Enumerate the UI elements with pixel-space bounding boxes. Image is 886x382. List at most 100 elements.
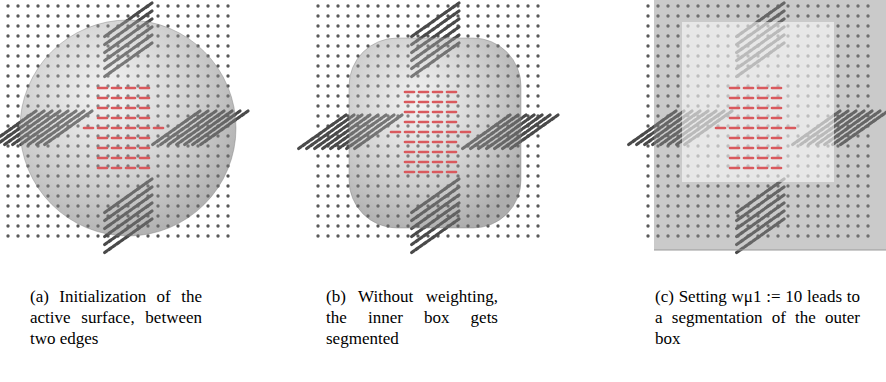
grid-dot bbox=[336, 164, 339, 167]
grid-dot bbox=[36, 34, 39, 37]
grid-dot bbox=[376, 234, 379, 237]
grid-dot bbox=[6, 34, 9, 37]
grid-dot bbox=[336, 174, 339, 177]
grid-dot bbox=[386, 34, 389, 37]
grid-dot bbox=[336, 114, 339, 117]
grid-dot bbox=[336, 104, 339, 107]
grid-dot bbox=[126, 4, 129, 7]
grid-dot bbox=[226, 74, 229, 77]
grid-dot bbox=[46, 224, 49, 227]
grid-dot bbox=[226, 24, 229, 27]
inner-box-dash bbox=[140, 117, 149, 120]
inner-box-dash bbox=[84, 127, 93, 130]
grid-dot bbox=[356, 44, 359, 47]
grid-dot bbox=[16, 34, 19, 37]
grid-dot bbox=[316, 204, 319, 207]
grid-dot bbox=[216, 224, 219, 227]
inner-box-dash bbox=[758, 147, 767, 150]
grid-dot bbox=[376, 24, 379, 27]
grid-dot bbox=[506, 44, 509, 47]
grid-dot bbox=[646, 184, 649, 187]
inner-box-dash bbox=[126, 87, 135, 90]
grid-dot bbox=[206, 34, 209, 37]
grid-dot bbox=[536, 194, 539, 197]
grid-dot bbox=[166, 14, 169, 17]
grid-dot bbox=[326, 34, 329, 37]
grid-dot bbox=[526, 194, 529, 197]
grid-dot bbox=[526, 4, 529, 7]
grid-dot bbox=[386, 14, 389, 17]
inner-box-dash bbox=[744, 107, 753, 110]
grid-dot bbox=[196, 34, 199, 37]
inner-box-dash bbox=[126, 147, 135, 150]
grid-dot bbox=[516, 234, 519, 237]
grid-dot bbox=[646, 4, 649, 7]
grid-dot bbox=[426, 4, 429, 7]
inner-box-dash bbox=[433, 131, 442, 134]
grid-dot bbox=[526, 74, 529, 77]
grid-dot bbox=[6, 224, 9, 227]
grid-dot bbox=[386, 4, 389, 7]
grid-dot bbox=[646, 84, 649, 87]
grid-dot bbox=[316, 164, 319, 167]
grid-dot bbox=[346, 4, 349, 7]
grid-dot bbox=[646, 114, 649, 117]
grid-dot bbox=[466, 234, 469, 237]
grid-dot bbox=[26, 174, 29, 177]
grid-dot bbox=[226, 64, 229, 67]
grid-dot bbox=[6, 64, 9, 67]
inner-box-dash bbox=[772, 107, 781, 110]
grid-dot bbox=[36, 194, 39, 197]
grid-dot bbox=[506, 14, 509, 17]
inner-box-dash bbox=[405, 91, 414, 94]
inner-box-dash bbox=[433, 141, 442, 144]
grid-dot bbox=[16, 54, 19, 57]
panel-illustration bbox=[628, 0, 886, 253]
grid-dot bbox=[126, 14, 129, 17]
grid-dot bbox=[506, 34, 509, 37]
inner-box-dash bbox=[744, 167, 753, 170]
grid-dot bbox=[516, 204, 519, 207]
grid-dot bbox=[16, 84, 19, 87]
grid-dot bbox=[346, 194, 349, 197]
grid-dot bbox=[536, 224, 539, 227]
grid-dot bbox=[646, 44, 649, 47]
depth-rods bbox=[298, 3, 558, 253]
grid-dot bbox=[46, 214, 49, 217]
grid-dot bbox=[316, 44, 319, 47]
grid-dot bbox=[176, 4, 179, 7]
grid-dot bbox=[336, 234, 339, 237]
grid-dot bbox=[36, 54, 39, 57]
grid-dot bbox=[476, 4, 479, 7]
inner-box-dash bbox=[140, 107, 149, 110]
grid-dot bbox=[226, 194, 229, 197]
grid-dot bbox=[226, 14, 229, 17]
grid-dot bbox=[536, 64, 539, 67]
grid-dot bbox=[16, 214, 19, 217]
grid-dot bbox=[366, 24, 369, 27]
grid-dot bbox=[526, 94, 529, 97]
grid-dot bbox=[536, 4, 539, 7]
grid-dot bbox=[6, 14, 9, 17]
grid-dot bbox=[346, 54, 349, 57]
grid-dot bbox=[206, 204, 209, 207]
inner-box-dash bbox=[716, 127, 725, 130]
grid-dot bbox=[336, 194, 339, 197]
grid-dot bbox=[186, 4, 189, 7]
grid-dot bbox=[536, 154, 539, 157]
active-surface bbox=[654, 0, 886, 250]
inner-box-dash bbox=[405, 161, 414, 164]
inner-box-dash bbox=[112, 147, 121, 150]
grid-dot bbox=[536, 214, 539, 217]
grid-dot bbox=[536, 74, 539, 77]
grid-dot bbox=[226, 54, 229, 57]
grid-dot bbox=[86, 234, 89, 237]
grid-dot bbox=[216, 234, 219, 237]
inner-box-dash bbox=[126, 117, 135, 120]
grid-dot bbox=[396, 34, 399, 37]
grid-dot bbox=[216, 204, 219, 207]
inner-box-dash bbox=[433, 101, 442, 104]
grid-dot bbox=[316, 104, 319, 107]
grid-dot bbox=[526, 104, 529, 107]
grid-dot bbox=[316, 154, 319, 157]
